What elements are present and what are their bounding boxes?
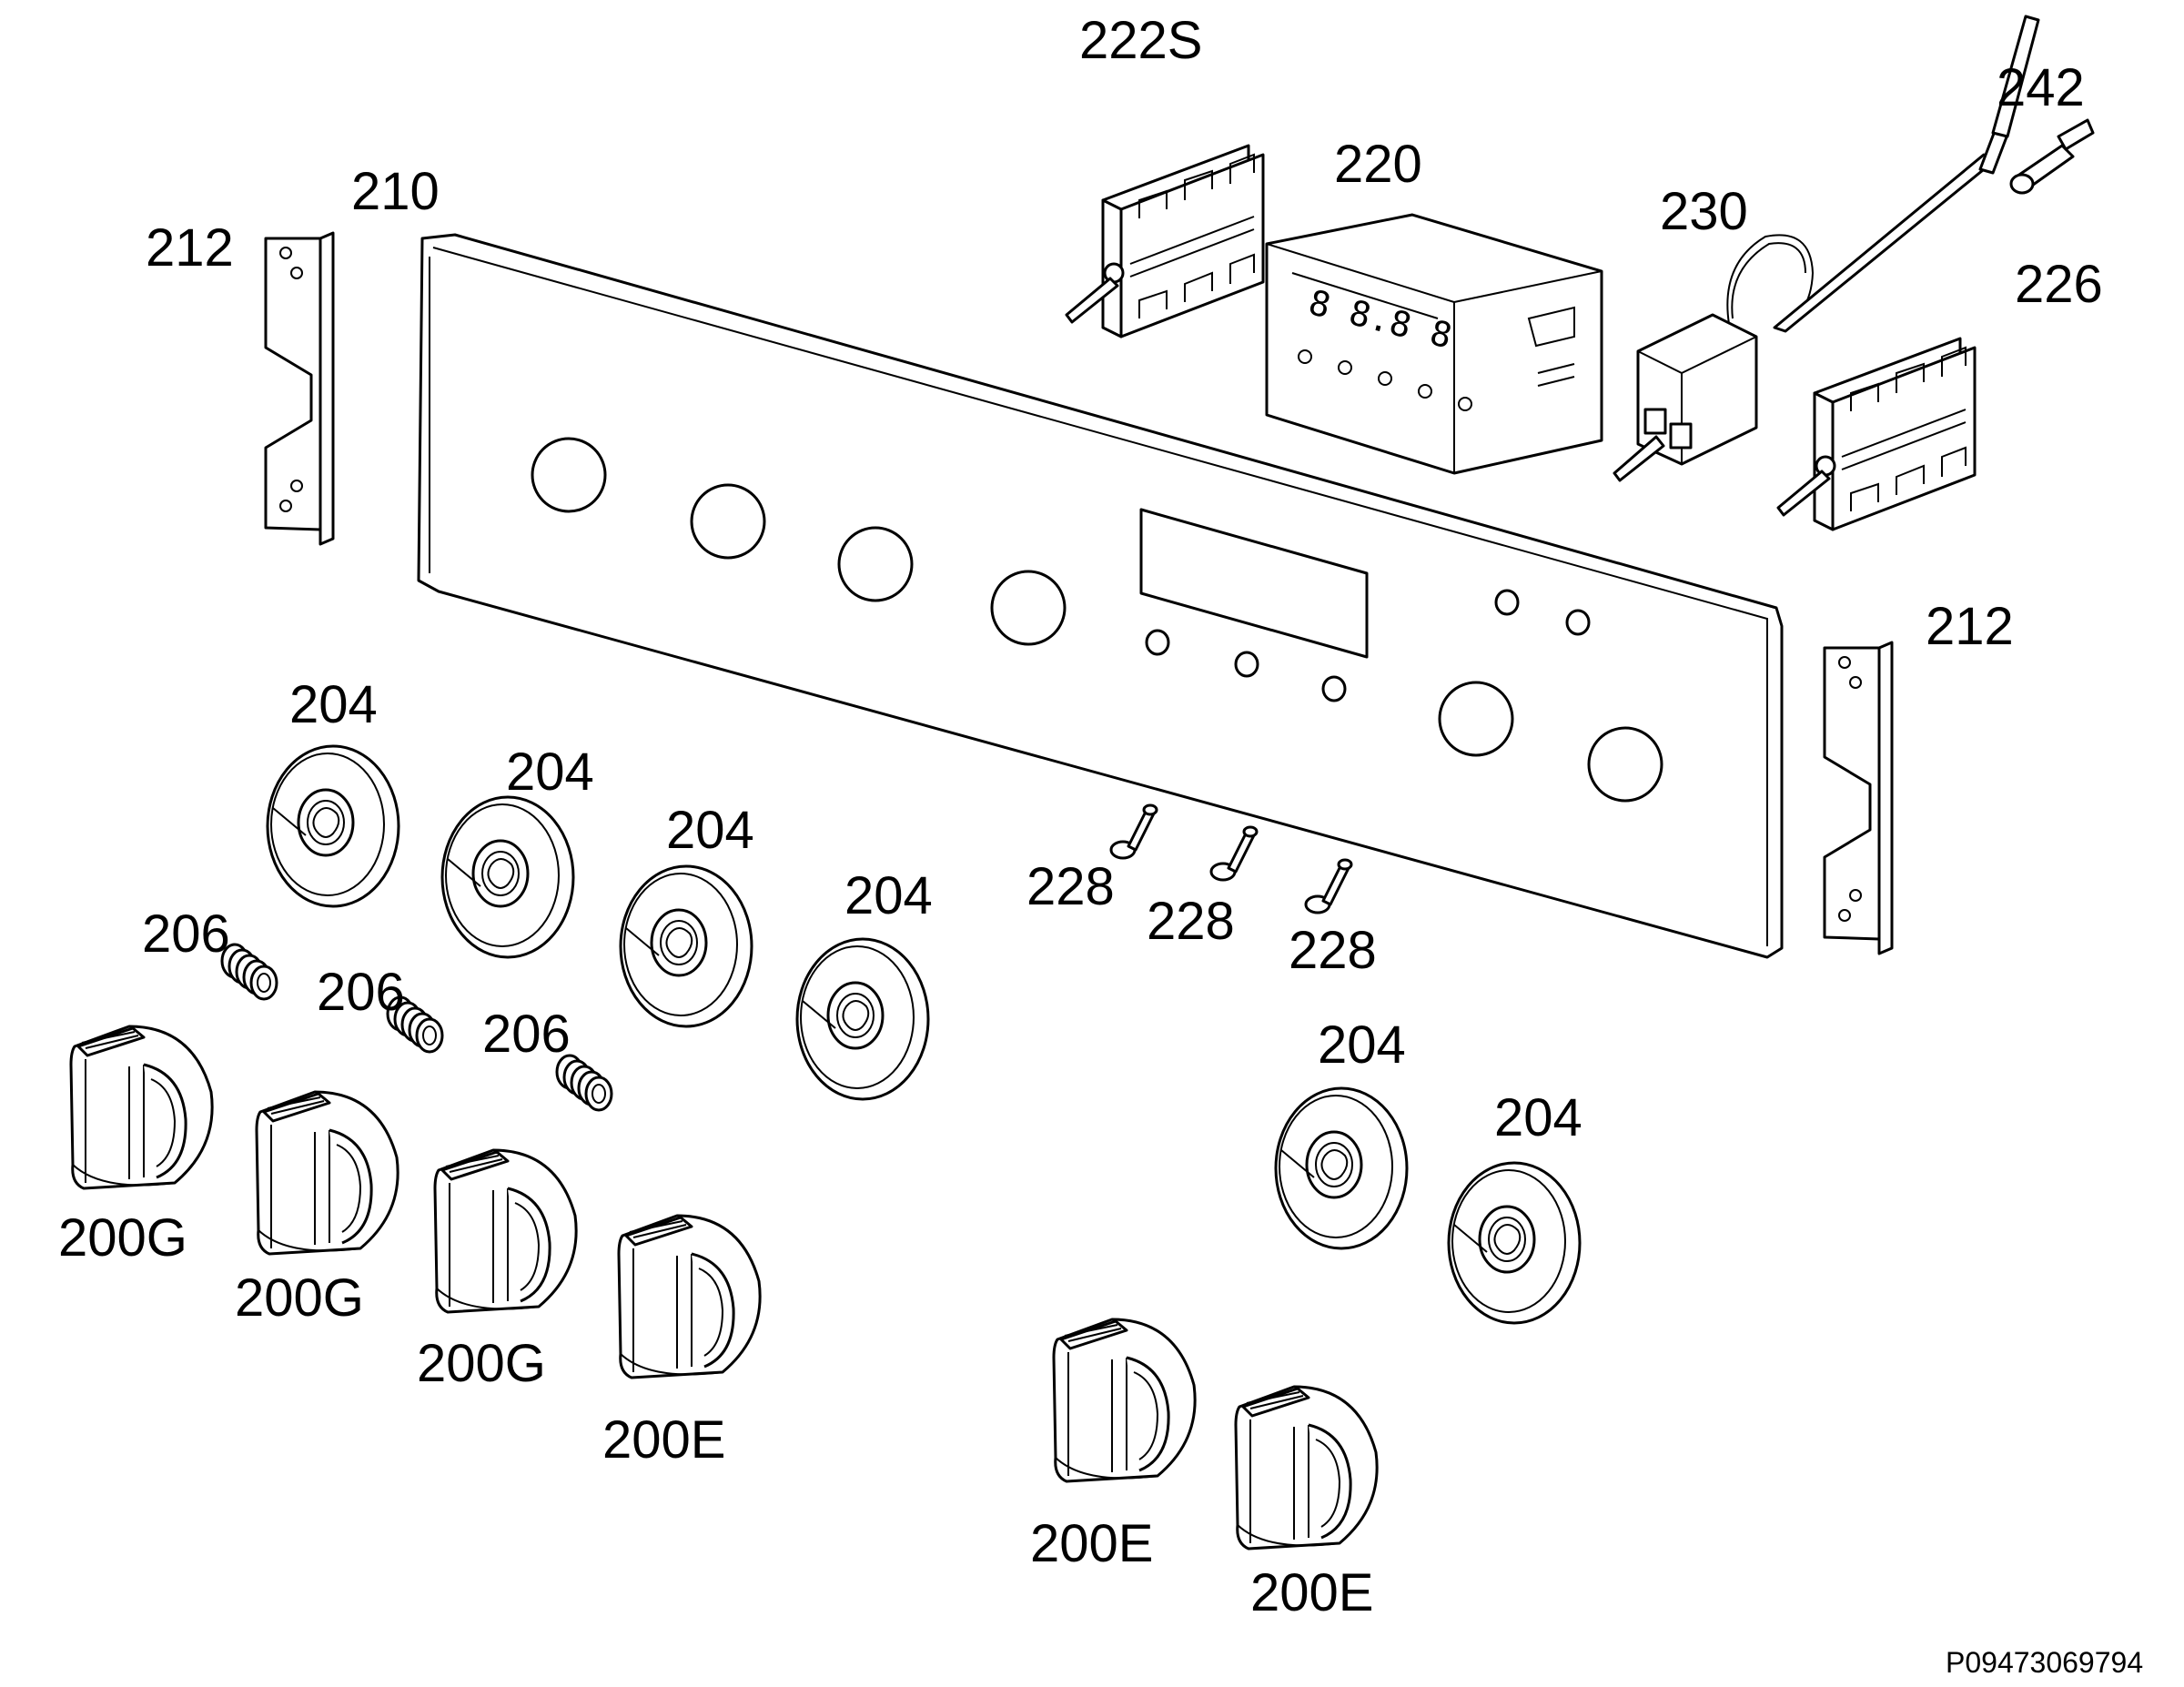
control-knob	[1234, 1385, 1379, 1551]
panel-knob-hole	[690, 483, 766, 560]
sensor-probe	[1978, 15, 2095, 195]
panel-knob-hole	[1587, 726, 1663, 803]
callout-200e: 200E	[1030, 1514, 1153, 1573]
callout-204: 204	[844, 866, 933, 925]
screw	[1304, 858, 1353, 914]
knob-bezel	[266, 744, 400, 908]
callout-220: 220	[1334, 135, 1422, 194]
control-panel	[417, 233, 1784, 959]
callout-204: 204	[289, 675, 378, 734]
callout-228: 228	[1289, 921, 1377, 980]
callout-228: 228	[1147, 892, 1235, 951]
screw	[1109, 803, 1158, 860]
spring	[220, 943, 278, 1001]
display-window	[1139, 508, 1369, 659]
control-knob	[617, 1214, 762, 1379]
callout-206: 206	[482, 1005, 571, 1064]
knob-bezel	[1447, 1161, 1582, 1325]
spring	[555, 1054, 613, 1112]
knob-bezel	[619, 864, 753, 1028]
callout-200g: 200G	[58, 1208, 187, 1268]
panel-knob-hole	[1438, 681, 1514, 757]
panel-knob-hole	[837, 526, 914, 602]
timer-clock: 8 8.8 8	[1265, 213, 1603, 475]
callout-206: 206	[317, 963, 405, 1022]
selector-switch	[1776, 337, 1977, 531]
control-knob	[1052, 1318, 1197, 1483]
callout-204: 204	[1318, 1015, 1406, 1075]
callout-212: 212	[1926, 597, 2014, 656]
panel-knob-hole	[531, 437, 607, 513]
thermostat	[1613, 153, 1995, 482]
document-id: P09473069794	[1946, 1646, 2143, 1679]
callout-230: 230	[1660, 182, 1748, 241]
knob-bezel	[795, 937, 930, 1101]
callout-200g: 200G	[235, 1268, 364, 1328]
callout-242: 242	[1997, 58, 2085, 117]
callout-212: 212	[146, 218, 234, 278]
callout-200e: 200E	[602, 1410, 725, 1470]
panel-knob-hole	[990, 570, 1067, 646]
knob-bezel	[440, 795, 575, 959]
callout-200e: 200E	[1250, 1563, 1373, 1622]
callout-204: 204	[1494, 1088, 1582, 1147]
knob-bezel	[1274, 1086, 1409, 1250]
selector-switch	[1065, 144, 1265, 338]
callout-206: 206	[142, 904, 230, 964]
mounting-bracket	[264, 231, 335, 546]
screw	[1209, 825, 1259, 882]
callout-200g: 200G	[417, 1334, 546, 1393]
callout-204: 204	[506, 742, 594, 802]
callout-210: 210	[351, 162, 440, 221]
control-knob	[69, 1025, 214, 1190]
callout-204: 204	[666, 801, 754, 860]
mounting-bracket	[1823, 641, 1894, 955]
callout-222s: 222S	[1079, 11, 1202, 70]
control-knob	[433, 1148, 578, 1314]
callout-226: 226	[2015, 255, 2103, 314]
callout-228: 228	[1026, 857, 1115, 916]
control-knob	[255, 1090, 399, 1256]
